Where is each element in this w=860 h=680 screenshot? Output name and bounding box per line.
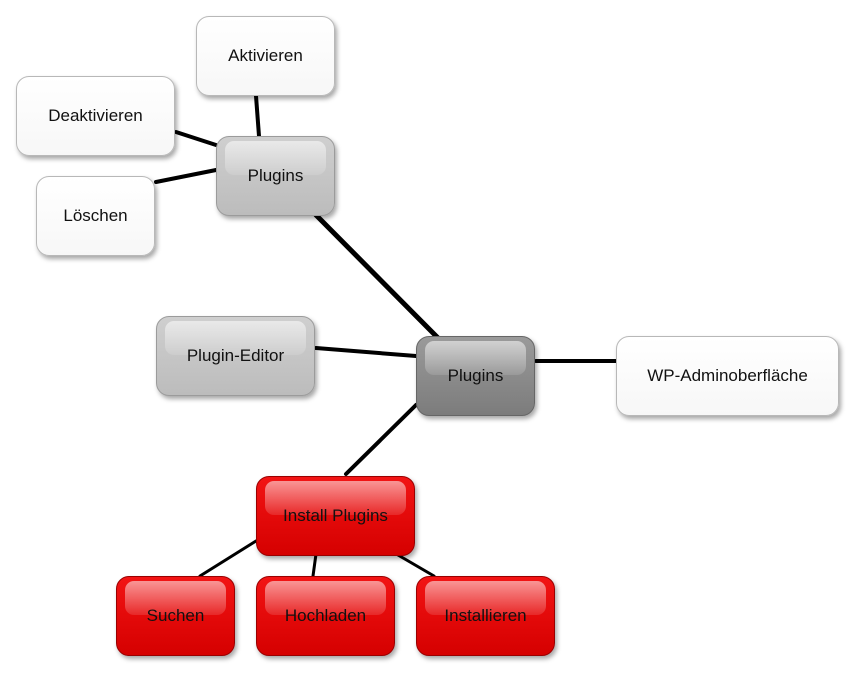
edge-editor-center: [314, 346, 418, 358]
edge-install-suchen: [198, 539, 258, 578]
node-label: WP-Adminoberfläche: [647, 366, 808, 385]
node-plugins-center: Plugins: [416, 336, 535, 416]
node-label: Aktivieren: [228, 46, 303, 65]
node-wp-adminoberflaeche: WP-Adminoberfläche: [616, 336, 839, 416]
node-label: Deaktivieren: [48, 106, 143, 125]
edge-deaktivieren-plugins: [174, 130, 218, 147]
node-installieren: Installieren: [416, 576, 555, 656]
node-label: Hochladen: [284, 606, 367, 625]
edge-plugins-center: [313, 212, 441, 341]
node-install-plugins: Install Plugins: [256, 476, 415, 556]
node-loeschen: Löschen: [36, 176, 155, 256]
node-plugins-sub: Plugins: [216, 136, 335, 216]
node-aktivieren: Aktivieren: [196, 16, 335, 96]
node-label: Plugins: [247, 166, 304, 185]
edge-loeschen-plugins: [154, 168, 218, 184]
node-hochladen: Hochladen: [256, 576, 395, 656]
node-label: Plugins: [447, 366, 504, 385]
edge-install-hochladen: [311, 552, 318, 578]
node-deaktivieren: Deaktivieren: [16, 76, 175, 156]
edge-aktivieren-plugins: [254, 94, 261, 138]
node-label: Löschen: [63, 206, 128, 225]
node-plugin-editor: Plugin-Editor: [156, 316, 315, 396]
edge-center-install: [344, 403, 418, 476]
node-label: Suchen: [146, 606, 205, 625]
node-label: Installieren: [444, 606, 527, 625]
node-suchen: Suchen: [116, 576, 235, 656]
edge-install-installieren: [396, 553, 436, 578]
node-label: Plugin-Editor: [186, 346, 285, 365]
node-label: Install Plugins: [283, 506, 388, 525]
